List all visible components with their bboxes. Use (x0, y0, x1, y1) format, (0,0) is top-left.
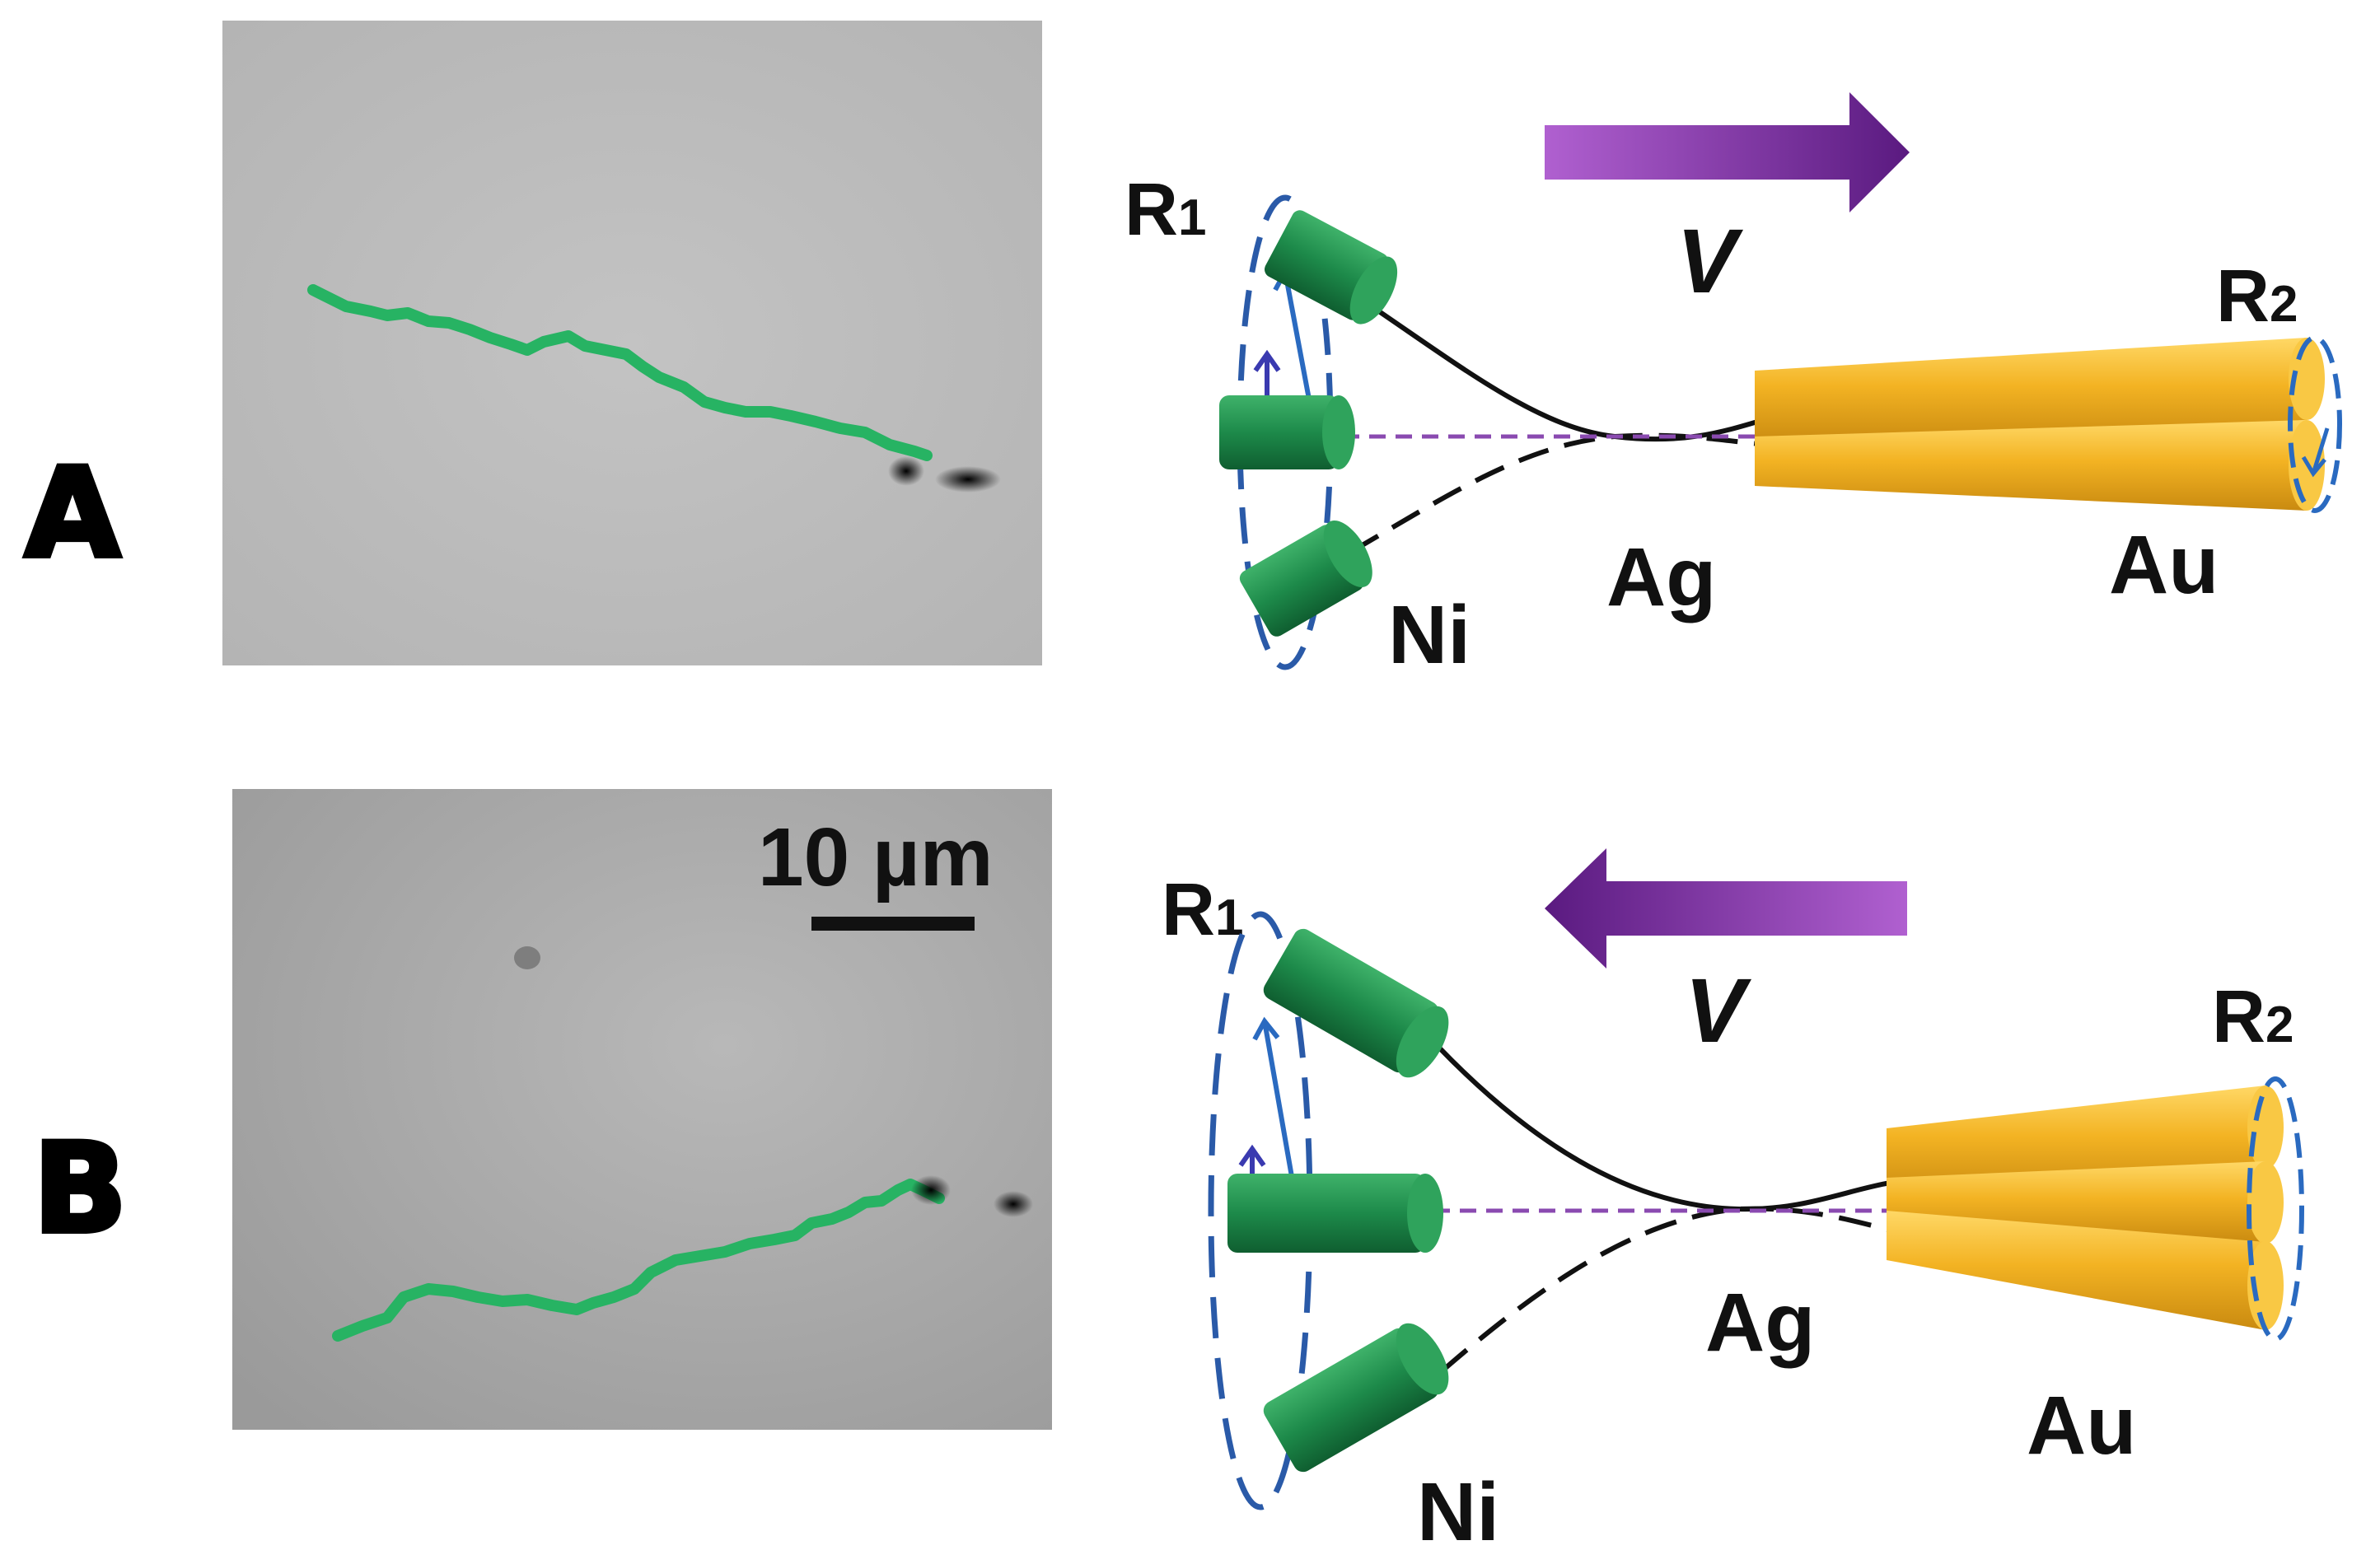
velocity-arrow-left (1545, 848, 1907, 969)
ag-label-b: Ag (1705, 1277, 1815, 1369)
rotation-path-r2-a (2288, 335, 2342, 513)
rotation-arrow-b2 (1262, 1020, 1296, 1187)
ag-wire-solid-b (1435, 1043, 1896, 1212)
ag-wire-dashed-a (1349, 432, 1768, 554)
ni-segment-top-b (1263, 928, 1449, 1078)
r2-label-b: R2 (2212, 976, 2293, 1058)
ni-segment-bottom-b (1263, 1323, 1449, 1473)
au-segment-bottom-b (1887, 1211, 2284, 1330)
micrograph-b: 10 µm (232, 789, 1052, 1430)
trajectory-a (307, 284, 933, 461)
micrograph-a (222, 21, 1042, 665)
ag-label-a: Ag (1606, 531, 1716, 623)
panel-b-letter: B (33, 1118, 127, 1261)
ni-segment-bottom-a (1239, 521, 1372, 637)
ni-segment-mid-b (1227, 1174, 1443, 1253)
trajectory-b (332, 1179, 945, 1342)
ag-wire-solid-a (1370, 304, 1764, 442)
ni-segment-mid-a (1219, 395, 1355, 469)
panel-b: B 10 µm V R1 R2 (30, 789, 2304, 1558)
panel-a-letter: A (25, 442, 120, 586)
ag-wire-dashed-b (1440, 1206, 1896, 1374)
rotation-arrow-a2 (1283, 271, 1312, 404)
r1-label-b: R1 (1162, 869, 1243, 951)
particle-spot-b1 (911, 1175, 951, 1205)
ni-segment-top-a (1265, 210, 1398, 324)
particle-spot-a1 (888, 456, 924, 486)
velocity-label-b: V (1685, 960, 1752, 1062)
ni-label-a: Ni (1388, 589, 1471, 681)
particle-spot-b2 (994, 1191, 1033, 1217)
r1-label-a: R1 (1125, 169, 1206, 251)
particle-spot-a2 (935, 466, 1001, 493)
r2-label-a: R2 (2216, 255, 2298, 338)
au-label-a: Au (2109, 519, 2219, 611)
rotation-path-r2-b (2247, 1076, 2304, 1342)
au-label-b: Au (2027, 1380, 2136, 1472)
velocity-label-a: V (1676, 211, 1744, 312)
scale-bar-label: 10 µm (758, 811, 994, 903)
scale-bar (811, 917, 975, 931)
panel-a: A V R1 R2 (22, 21, 2342, 681)
ni-label-b: Ni (1417, 1466, 1499, 1558)
velocity-arrow-right (1545, 92, 1910, 212)
